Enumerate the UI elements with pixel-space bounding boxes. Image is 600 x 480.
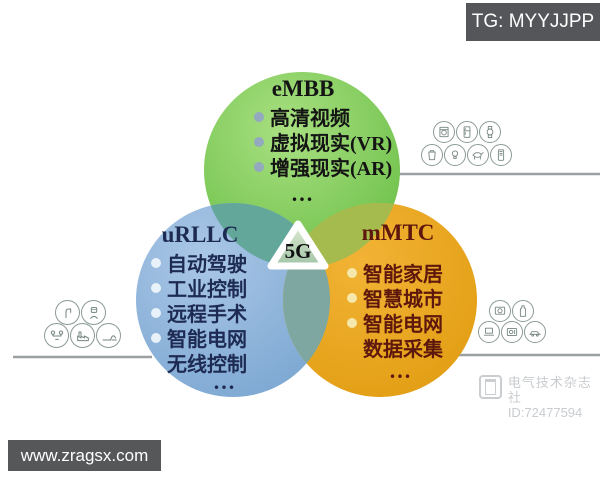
list-item: 无线控制 (151, 350, 247, 376)
embb-mmtc-overlap (283, 203, 400, 268)
list-item: 智能电网 (151, 325, 247, 351)
bullet-icon (254, 111, 264, 122)
list-item: 智能家居 (347, 260, 443, 286)
center-label-5g: 5G (284, 239, 312, 263)
list-item-label: 增强现实(AR) (270, 158, 393, 180)
car-icon (524, 321, 546, 343)
drone-icon (44, 323, 69, 348)
list-item-label: 智能电网 (363, 314, 443, 336)
robot-icon (81, 300, 106, 325)
list-item: 智慧城市 (347, 285, 443, 311)
telegram-tag-banner: TG: MYYJJPP (466, 3, 600, 41)
cow-icon (467, 144, 489, 166)
publisher-name: 电气技术杂志社 (507, 375, 592, 405)
crane-icon (55, 300, 80, 325)
bullet-icon (254, 136, 264, 147)
camera-icon (489, 300, 511, 322)
smart-bottle-icon (512, 300, 534, 322)
center-triangle (267, 220, 329, 270)
list-item-label: 智能电网 (167, 329, 247, 351)
bullet-icon (151, 257, 161, 268)
embb-item-list: 高清视频 虚拟现实(VR) 增强现实(AR) (254, 104, 393, 180)
bullet-icon (254, 161, 264, 172)
list-item-label: 智慧城市 (363, 289, 443, 311)
factory-icon (70, 323, 95, 348)
list-item-label: 远程手术 (167, 304, 247, 326)
urllc-title: uRLLC (161, 222, 239, 247)
left-icon-cluster (44, 300, 121, 348)
bullet-icon (151, 332, 161, 343)
list-item: 高清视频 (254, 104, 392, 130)
smartwatch-icon (479, 121, 501, 143)
list-item: 虚拟现实(VR) (254, 129, 393, 155)
list-item: 远程手术 (151, 300, 247, 326)
list-item: 智能电网 (347, 310, 443, 336)
mmtc-ellipsis: ... (389, 358, 413, 383)
smart-meter-icon (490, 144, 512, 166)
publisher-watermark: 电气技术杂志社 ID:72477594 (479, 375, 600, 420)
publisher-id: ID:72477594 (507, 405, 583, 420)
embb-urllc-overlap (204, 203, 330, 268)
embb-title: eMBB (271, 76, 335, 101)
bullet-icon (347, 292, 357, 303)
urllc-item-list: 自动驾驶 工业控制 远程手术 智能电网 无线控制 (151, 250, 247, 376)
list-item: 自动驾驶 (151, 250, 247, 276)
trash-bin-icon (421, 144, 443, 166)
website-banner: www.zragsx.com (8, 440, 161, 471)
right-lower-icon-cluster (478, 300, 546, 343)
list-item: 增强现实(AR) (254, 154, 393, 180)
laptop-icon (478, 321, 500, 343)
mmtc-item-list: 智能家居 智慧城市 智能电网 数据采集 (347, 260, 443, 361)
list-item: 数据采集 (347, 335, 443, 361)
embb-ellipsis: ... (291, 181, 315, 206)
bullet-icon (347, 317, 357, 328)
right-upper-icon-cluster (421, 121, 512, 166)
urllc-ellipsis: ... (213, 369, 237, 394)
list-item-label: 虚拟现实(VR) (270, 133, 393, 155)
bullet-icon (347, 267, 357, 278)
excavator-icon (96, 323, 121, 348)
list-item-label: 工业控制 (167, 279, 247, 301)
list-item-label: 数据采集 (363, 339, 443, 361)
bullet-icon (151, 307, 161, 318)
list-item: 工业控制 (151, 275, 247, 301)
lightbulb-icon (444, 144, 466, 166)
list-item-label: 自动驾驶 (167, 254, 247, 276)
mmtc-title: mMTC (361, 220, 435, 245)
list-item-label: 高清视频 (270, 108, 350, 130)
connector-lines (13, 172, 600, 359)
list-item-label: 无线控制 (167, 354, 247, 376)
bullet-icon (151, 282, 161, 293)
publisher-logo-icon (479, 375, 502, 399)
refrigerator-icon (456, 121, 478, 143)
washing-machine-icon (433, 121, 455, 143)
list-item-label: 智能家居 (363, 264, 443, 286)
microwave-icon (501, 321, 523, 343)
